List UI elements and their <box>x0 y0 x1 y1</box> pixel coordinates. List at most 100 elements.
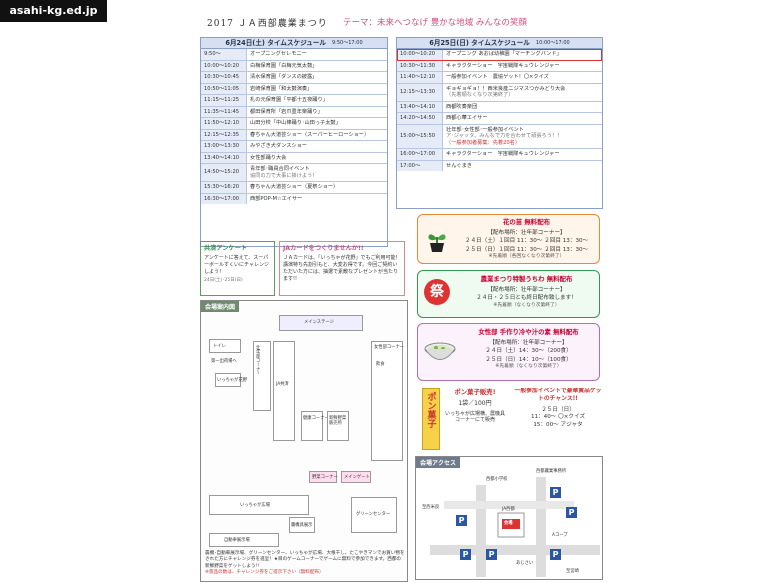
schedule-event-title: 札の元保育園「平都十五夜踊り」 <box>250 97 328 103</box>
schedule-time: 9:50〜 <box>201 49 247 60</box>
uchiwa-place: 【配布場所：壮年部コーナー】 <box>487 287 566 294</box>
quiz-date: ２５日（日） <box>541 406 575 413</box>
ponkashi-box: ポン菓子販売! 1袋／100円 いっちゃが広場横、農機具コーナーにて販売 <box>443 388 507 450</box>
access-office-label: 西都農業事務所 <box>536 469 567 474</box>
schedule-time: 17:00〜 <box>397 160 443 171</box>
access-road1-label: 至西米良 <box>422 505 440 510</box>
survey-box: 共済アンケート アンケートに答えて、スーパーボールすくいにチャレンジしよう！ 2… <box>200 241 275 296</box>
schedule-event-title: 白梅保育園「白梅元気太鼓」 <box>250 62 318 69</box>
schedule-event-title: 春ちゃん大道芸ショー（夏祭ショー） <box>250 184 339 190</box>
map-jahome: JA共済 <box>273 341 295 441</box>
venue-footer: 農機･自動車展示場、グリーンセンター、いっちゃが広場、大根干し、たこやきマンでお… <box>205 551 405 577</box>
flower-note: ※先着順（各回なくなり次第終了） <box>488 253 565 259</box>
soup-note: ※先着順（なくなり次第終了） <box>495 363 562 369</box>
schedule-time: 10:50〜11:05 <box>201 83 247 94</box>
parking-icon: P <box>566 507 577 518</box>
schedule-event: 西部POP-M☆エイサー <box>247 194 387 205</box>
parking-icon: P <box>550 487 561 498</box>
schedule-event: オープニング あおば幼稚園「マーチングバンド」 <box>443 49 602 60</box>
flower-line1: ２４日（土）１回目 11：30〜 ２回目 13：30〜 <box>464 238 589 245</box>
venue-map-title: 会場案内図 <box>201 301 240 312</box>
schedule-event: 都田保育所「岩爪豊年楽踊り」 <box>247 107 387 118</box>
schedule-event-note: （一般参加者募集：先着20名） <box>446 139 521 146</box>
schedule-event: 青年部･職員合同イベント協同の力で大事に掛けよう！ <box>247 164 387 181</box>
parking-icon: P <box>550 549 561 560</box>
flyer-theme: テーマ：未来へつなげ 豊かな地域 みんなの笑顔 <box>343 18 527 28</box>
schedule-time: 10:00〜10:20 <box>201 60 247 71</box>
ponkashi-title: ポン菓子販売! <box>454 388 496 396</box>
schedule-event-title: 西部POP-M☆エイサー <box>250 195 303 202</box>
access-roads <box>430 477 600 577</box>
quiz-box: 一般参加イベントで豪華賞品ゲットのチャンス!! ２５日（日） 11：40〜 〇×… <box>513 388 603 450</box>
schedule-event: 壮年部･女性部･一般参加イベントア･ジャッタ、みんなで力を合わせて頑張ろう！！（… <box>443 125 602 149</box>
map-ichigo-side-label: いっちゃが花野 <box>217 378 248 383</box>
map-green: グリーンセンター <box>351 497 397 533</box>
event-flyer: 2017 ＪＡ西部農業まつり テーマ：未来へつなげ 豊かな地域 みんなの笑顔 6… <box>197 12 609 583</box>
map-eat-label: 飲食 <box>376 362 385 367</box>
schedule-event: キャラクターショー 宇宙戦隊キュウレンジャー <box>443 61 602 72</box>
access-venue-label: 会場 <box>504 521 513 526</box>
schedule-row: 17:00〜せんぐまき <box>397 160 602 172</box>
schedule-time: 14:50〜15:20 <box>201 164 247 181</box>
uchiwa-note: ※先着順（なくなり次第終了） <box>493 302 560 308</box>
flower-line2: ２５日（日）１回目 11：30〜 ２回目 13：30〜 <box>464 246 589 253</box>
soup-title: 女性部 手作り冷や汁の素 無料配布 <box>478 328 579 336</box>
access-road2-label: 至宮崎 <box>566 569 579 574</box>
soup-line1: ２４日（土）14：30〜（200食） <box>485 348 572 355</box>
map-main-stage: メインステージ <box>279 315 363 331</box>
venue-footer-note: ※景品の数は、チャレンジ券をご提示下さい（無料配布） <box>205 570 324 576</box>
schedule-event: 西都心華エイサー <box>443 113 602 124</box>
schedule-time: 15:30〜16:20 <box>201 182 247 193</box>
schedule-event-sub: ア･ジャッタ、みんなで力を合わせて頑張ろう！！ <box>446 133 563 139</box>
map-gate-area: トイレ <box>209 339 241 353</box>
schedule-time: 10:00〜10:20 <box>397 49 443 60</box>
schedule-event-title: キャラクターショー 宇宙戦隊キュウレンジャー <box>446 62 560 69</box>
survey-date: 24日(土)･25日(日) <box>204 277 243 283</box>
access-corner-label: Aコープ <box>552 533 568 538</box>
schedule-event-title: 岩崎保育園「和太鼓演奏」 <box>250 85 313 92</box>
map-maingate: メインゲート <box>341 471 371 483</box>
schedule-time: 16:30〜17:00 <box>201 193 247 204</box>
schedule-event-title: オープニング あおば幼稚園「マーチングバンド」 <box>446 51 562 57</box>
schedule-event: 西都吹奏楽団 <box>443 102 602 113</box>
schedule-event: 白梅保育園「白梅元気太鼓」 <box>247 61 387 72</box>
schedule-time: 11:15〜11:25 <box>201 95 247 106</box>
venue-footer-text: 農機･自動車展示場、グリーンセンター、いっちゃが広場、大根干し、たこやきマンでお… <box>205 551 405 569</box>
access-station-label: JA西都 <box>502 507 515 512</box>
schedule-time: 11:50〜12:10 <box>201 118 247 129</box>
access-map-title: 会場アクセス <box>416 457 461 468</box>
map-souba-label: 壮年部コーナー <box>255 345 261 376</box>
access-map: 会場アクセス 会場 西都農業事務所 JA西都 至西米良 至宮崎 Aコープ あじさ… <box>415 456 603 580</box>
schedule-event: 春ちゃん大道芸ショー（夏祭ショー） <box>247 182 387 193</box>
venue-map: 会場案内図 メインステージ トイレ 第一出荷場へ 壮年部コーナー JA共済 女性… <box>200 300 408 582</box>
schedule-event-title: ギョギョギョ！！西米良産ニジマスつかみどり大会 <box>446 85 566 92</box>
flower-place: 【配布場所：壮年部コーナー】 <box>487 230 566 237</box>
quiz-line1: 11：40〜 〇×クイズ <box>530 414 586 421</box>
schedule-time: 13:40〜14:10 <box>397 101 443 112</box>
quiz-line2: 15：00〜 アジャタ <box>533 421 583 428</box>
schedule-day2-header: 6月25日(日) タイムスケジュール 10:00〜17:00 <box>397 38 602 49</box>
map-kenko: 健康コーナー <box>301 411 329 441</box>
schedule-row: 9:50〜オープニングセレモニー <box>201 49 387 61</box>
schedule-event: せんぐまき <box>443 161 602 172</box>
schedule-event: 岩崎保育園「和太鼓演奏」 <box>247 84 387 95</box>
schedule-event: 札の元保育園「平都十五夜踊り」 <box>247 95 387 106</box>
map-green-label: グリーンセンター <box>356 512 391 517</box>
flower-box: 花の苗 無料配布 【配布場所：壮年部コーナー】 ２４日（土）１回目 11：30〜… <box>417 214 600 264</box>
schedule-time: 13:00〜13:30 <box>201 141 247 152</box>
quiz-title: 一般参加イベントで豪華賞品ゲットのチャンス!! <box>514 388 602 402</box>
soup-line2: ２５日（日）14：10〜（100食） <box>485 356 572 363</box>
uchiwa-line1: ２４日・２５日とも終日配布致します！ <box>476 295 577 302</box>
map-jidosha: 自動車展示場 <box>209 533 279 547</box>
